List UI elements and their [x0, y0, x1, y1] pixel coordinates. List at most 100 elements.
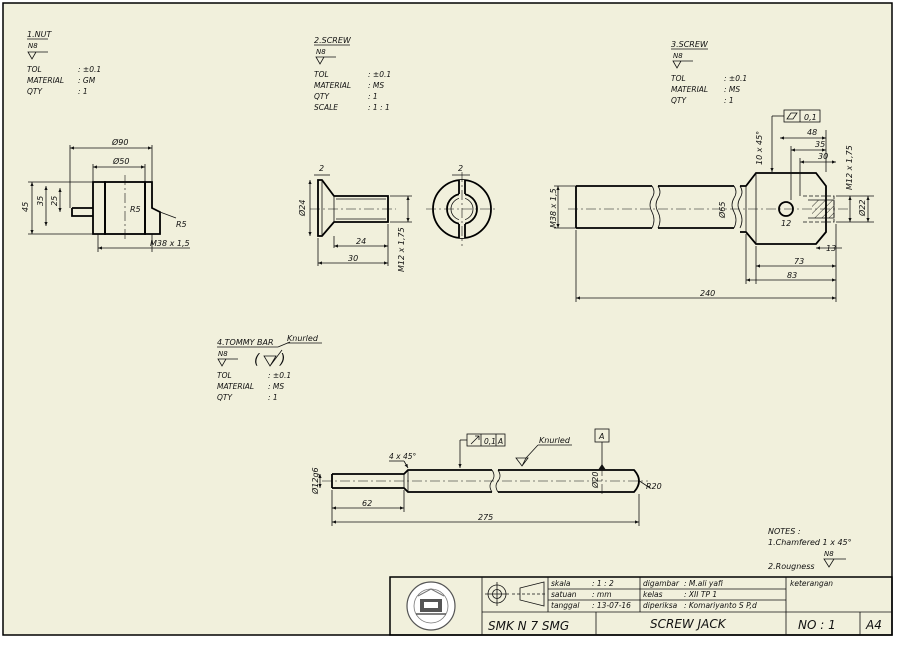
svg-text:: 1: : 1: [78, 87, 88, 96]
svg-text:: MS: : MS: [268, 382, 284, 391]
nut-surface: N8: [28, 42, 38, 50]
svg-text:Ø50: Ø50: [112, 156, 129, 166]
svg-text:R5: R5: [176, 220, 187, 229]
svg-text:: 1 : 1: : 1 : 1: [368, 103, 390, 112]
svg-text:TOL: TOL: [27, 65, 42, 74]
svg-text:M38 x 1,5: M38 x 1,5: [549, 188, 558, 228]
svg-text:MATERIAL: MATERIAL: [217, 382, 254, 391]
svg-text:A: A: [598, 432, 604, 441]
roughness-symbol-icon: [823, 558, 846, 568]
flatness-icon: [786, 112, 798, 120]
svg-text:kelas: kelas: [643, 590, 663, 599]
runout-icon: [470, 435, 480, 445]
roughness-symbol-icon: [263, 349, 283, 367]
svg-text:35: 35: [36, 196, 45, 206]
svg-text:1.Chamfered 1 x 45°: 1.Chamfered 1 x 45°: [768, 538, 852, 547]
svg-text:83: 83: [787, 271, 797, 280]
svg-text:diperiksa: diperiksa: [643, 601, 678, 610]
svg-text:2.Rougness: 2.Rougness: [768, 562, 815, 571]
roughness-symbol-icon: [672, 60, 693, 69]
sheet-size: A4: [865, 618, 882, 632]
svg-text:Ø20: Ø20: [590, 472, 600, 489]
nut-title: 1.NUT: [27, 30, 52, 39]
drawing-number: NO : 1: [798, 618, 836, 632]
svg-text:M12 x 1,75: M12 x 1,75: [845, 145, 854, 190]
svg-text:4 x 45°: 4 x 45°: [389, 452, 417, 461]
svg-text:: ±0.1: : ±0.1: [78, 65, 101, 74]
svg-text:N8: N8: [824, 550, 834, 558]
svg-text:QTY: QTY: [217, 393, 233, 402]
school-seal-logo: [406, 581, 456, 631]
svg-text:: mm: : mm: [592, 590, 612, 599]
svg-text:Ø24: Ø24: [297, 200, 307, 217]
svg-text:R20: R20: [646, 482, 662, 491]
svg-text:Ø22: Ø22: [857, 200, 867, 217]
roughness-symbol-icon: [515, 457, 529, 467]
svg-text:Knurled: Knurled: [539, 436, 571, 445]
svg-text:48: 48: [807, 128, 817, 137]
svg-text:: GM: : GM: [78, 76, 96, 85]
svg-text:: MS: : MS: [368, 81, 384, 90]
svg-text:TOL: TOL: [314, 70, 329, 79]
svg-text:: ±0.1: : ±0.1: [368, 70, 391, 79]
svg-text:: 1: : 1: [268, 393, 278, 402]
svg-text:62: 62: [362, 499, 372, 508]
tommy-bar-title: 4.TOMMY BAR: [217, 338, 274, 347]
svg-text:: Komariyanto S P,d: : Komariyanto S P,d: [684, 601, 757, 610]
svg-text:SCALE: SCALE: [314, 103, 338, 112]
svg-text:tanggal: tanggal: [551, 601, 580, 610]
projection-symbol-icon: [485, 581, 546, 607]
svg-text:: 1: : 1: [724, 96, 734, 105]
bracket-close-icon: ): [279, 352, 285, 368]
svg-text:TOL: TOL: [671, 74, 686, 83]
svg-text:Ø90: Ø90: [111, 137, 128, 147]
svg-text:: ±0.1: : ±0.1: [724, 74, 747, 83]
roughness-symbol-icon: [315, 56, 336, 65]
svg-text:73: 73: [794, 257, 804, 266]
svg-text:: 13-07-16: : 13-07-16: [592, 601, 631, 610]
svg-text:240: 240: [700, 289, 715, 298]
screw-side-view: [317, 179, 389, 237]
svg-text:: XII TP 1: : XII TP 1: [684, 590, 717, 599]
svg-text:275: 275: [478, 513, 493, 522]
svg-text:: MS: : MS: [724, 85, 740, 94]
svg-text:Ø12g6: Ø12g6: [310, 467, 320, 495]
svg-text:QTY: QTY: [314, 92, 330, 101]
svg-text:45: 45: [21, 202, 30, 212]
roughness-symbol-icon: [27, 51, 48, 60]
spindle-section: 3.SCREW N8 TOL : ±0.1 MATERIAL : MS QTY …: [549, 40, 874, 302]
school-name: SMK N 7 SMG: [488, 619, 569, 633]
svg-text:30: 30: [348, 254, 358, 263]
svg-text:Knurled: Knurled: [287, 334, 319, 343]
roughness-symbol-icon: [217, 358, 238, 367]
svg-text:13: 13: [826, 244, 836, 253]
notes-section: NOTES : 1.Chamfered 1 x 45° N8 2.Rougnes…: [768, 527, 852, 571]
svg-text:24: 24: [356, 237, 366, 246]
spindle-title: 3.SCREW: [671, 40, 709, 49]
svg-text:M38 x 1,5: M38 x 1,5: [150, 239, 190, 248]
svg-text:2: 2: [319, 164, 324, 173]
drawing-title: SCREW JACK: [650, 617, 727, 631]
svg-text:10 x 45°: 10 x 45°: [755, 131, 764, 165]
svg-text:MATERIAL: MATERIAL: [671, 85, 708, 94]
svg-text:R5: R5: [130, 205, 141, 214]
svg-text:35: 35: [815, 140, 825, 149]
screw-section: 2.SCREW N8 TOL : ±0.1 MATERIAL : MS QTY …: [297, 36, 498, 272]
svg-text:MATERIAL: MATERIAL: [314, 81, 351, 90]
sheet-border: [2, 2, 893, 636]
title-block: skala : 1 : 2 satuan : mm tanggal : 13-0…: [389, 576, 893, 636]
bracket-open-icon: (: [254, 352, 260, 368]
svg-text:QTY: QTY: [27, 87, 43, 96]
svg-text:: 1 : 2: : 1 : 2: [592, 579, 614, 588]
svg-text:12: 12: [781, 219, 791, 228]
svg-text:N8: N8: [673, 52, 683, 60]
nut-section: 1.NUT N8 TOL : ±0.1 MATERIAL : GM QTY : …: [21, 30, 190, 252]
svg-text:MATERIAL: MATERIAL: [27, 76, 64, 85]
svg-text:: ±0.1: : ±0.1: [268, 371, 291, 380]
svg-text:A: A: [497, 437, 503, 446]
svg-text:keterangan: keterangan: [790, 579, 833, 588]
screw-title: 2.SCREW: [314, 36, 352, 45]
svg-text:0,1: 0,1: [804, 113, 817, 122]
svg-text:25: 25: [50, 196, 59, 206]
svg-text:NOTES :: NOTES :: [768, 527, 801, 536]
